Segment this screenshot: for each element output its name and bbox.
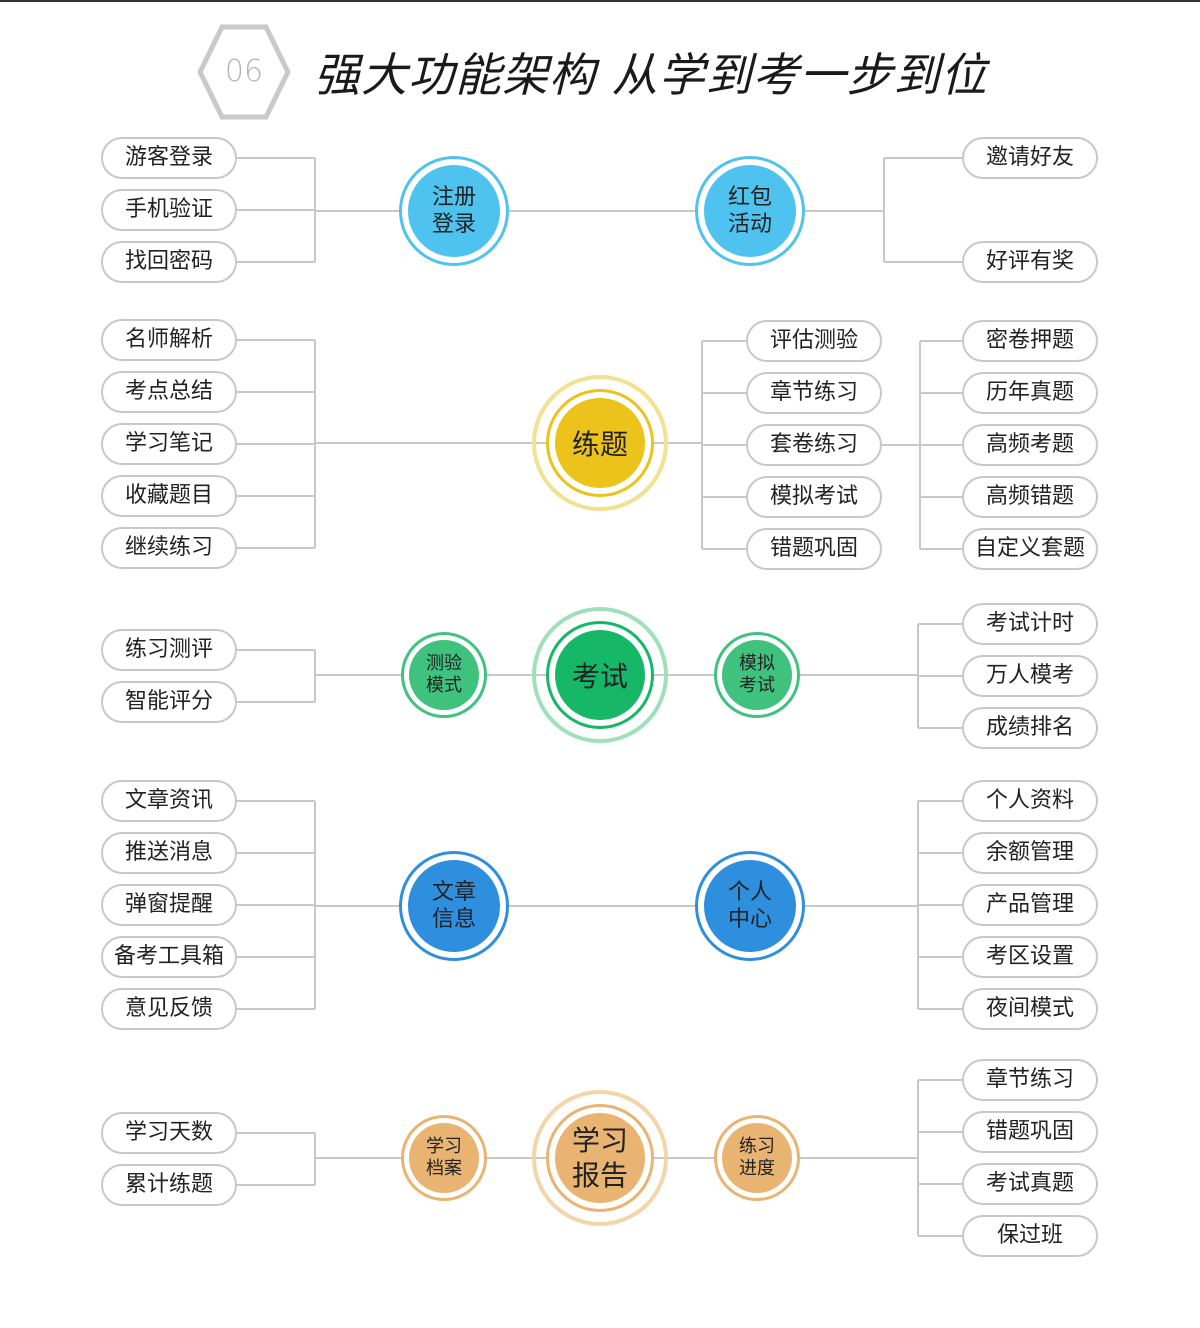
section-number: 06	[224, 54, 264, 89]
list-item[interactable]: 名师解析	[101, 319, 237, 361]
hub-red-packet[interactable]: 红包活动	[704, 165, 796, 257]
center-practice[interactable]: 练题	[555, 398, 645, 488]
center-exam[interactable]: 考试	[555, 630, 645, 720]
hub-register-login[interactable]: 注册登录	[408, 165, 500, 257]
list-item[interactable]: 文章资讯	[101, 780, 237, 822]
hub-label-line: 学习	[426, 1135, 462, 1157]
list-item[interactable]: 高频考题	[962, 424, 1098, 466]
hub-label-line: 活动	[727, 212, 772, 237]
hub-label-line: 个人	[727, 879, 772, 905]
list-item[interactable]: 高频错题	[962, 476, 1098, 518]
list-item[interactable]: 密卷押题	[962, 320, 1098, 362]
list-item[interactable]: 考试真题	[962, 1163, 1098, 1205]
hexagon-badge-icon	[197, 24, 291, 120]
list-item[interactable]: 弹窗提醒	[101, 884, 237, 926]
hub-label-line: 信息	[431, 907, 476, 932]
hub-label-line: 模拟	[739, 652, 775, 674]
list-item[interactable]: 错题巩固	[962, 1111, 1098, 1153]
list-item[interactable]: 套卷练习	[746, 424, 882, 466]
list-item[interactable]: 产品管理	[962, 884, 1098, 926]
page-title: 强大功能架构 从学到考一步到位	[314, 48, 988, 102]
list-item[interactable]: 评估测验	[746, 320, 882, 362]
hub-label-line: 文章	[431, 879, 476, 905]
hub-quiz-mode[interactable]: 测验模式	[409, 640, 479, 710]
center-study-report[interactable]: 学习报告	[555, 1113, 645, 1203]
hub-label-line: 注册	[431, 184, 476, 210]
list-item[interactable]: 练习测评	[101, 629, 237, 671]
list-item[interactable]: 自定义套题	[962, 528, 1098, 570]
list-item[interactable]: 错题巩固	[746, 528, 882, 570]
list-item[interactable]: 历年真题	[962, 372, 1098, 414]
list-item[interactable]: 收藏题目	[101, 475, 237, 517]
list-item[interactable]: 游客登录	[101, 137, 237, 179]
list-item[interactable]: 邀请好友	[962, 137, 1098, 179]
hub-label-line: 中心	[727, 907, 772, 932]
list-item[interactable]: 备考工具箱	[101, 936, 237, 978]
center-label-line: 报告	[571, 1159, 628, 1192]
list-item[interactable]: 模拟考试	[746, 476, 882, 518]
hub-user-center[interactable]: 个人中心	[704, 860, 796, 952]
hub-label-line: 进度	[739, 1158, 775, 1179]
hub-label-line: 考试	[739, 675, 775, 696]
list-item[interactable]: 学习笔记	[101, 423, 237, 465]
list-item[interactable]: 章节练习	[962, 1059, 1098, 1101]
top-border	[0, 0, 1200, 2]
list-item[interactable]: 考点总结	[101, 371, 237, 413]
list-item[interactable]: 推送消息	[101, 832, 237, 874]
list-item[interactable]: 好评有奖	[962, 241, 1098, 283]
hub-label-line: 练习	[739, 1135, 775, 1157]
list-item[interactable]: 章节练习	[746, 372, 882, 414]
list-item[interactable]: 累计练题	[101, 1164, 237, 1206]
hub-article-info[interactable]: 文章信息	[408, 860, 500, 952]
list-item[interactable]: 个人资料	[962, 780, 1098, 822]
list-item[interactable]: 保过班	[962, 1215, 1098, 1257]
hub-label-line: 档案	[426, 1158, 462, 1179]
hub-study-archive[interactable]: 学习档案	[409, 1123, 479, 1193]
list-item[interactable]: 学习天数	[101, 1112, 237, 1154]
hub-label-line: 测验	[426, 652, 462, 674]
list-item[interactable]: 找回密码	[101, 241, 237, 283]
hub-mock-exam[interactable]: 模拟考试	[722, 640, 792, 710]
list-item[interactable]: 意见反馈	[101, 988, 237, 1030]
list-item[interactable]: 考试计时	[962, 603, 1098, 645]
list-item[interactable]: 成绩排名	[962, 707, 1098, 749]
list-item[interactable]: 智能评分	[101, 681, 237, 723]
hub-label-line: 红包	[727, 184, 772, 210]
list-item[interactable]: 万人模考	[962, 655, 1098, 697]
list-item[interactable]: 夜间模式	[962, 988, 1098, 1030]
center-label-line: 学习	[571, 1124, 628, 1157]
hub-practice-progress[interactable]: 练习进度	[722, 1123, 792, 1193]
hub-label-line: 登录	[431, 212, 476, 237]
list-item[interactable]: 考区设置	[962, 936, 1098, 978]
list-item[interactable]: 继续练习	[101, 527, 237, 569]
list-item[interactable]: 余额管理	[962, 832, 1098, 874]
list-item[interactable]: 手机验证	[101, 189, 237, 231]
hub-label-line: 模式	[426, 675, 462, 696]
